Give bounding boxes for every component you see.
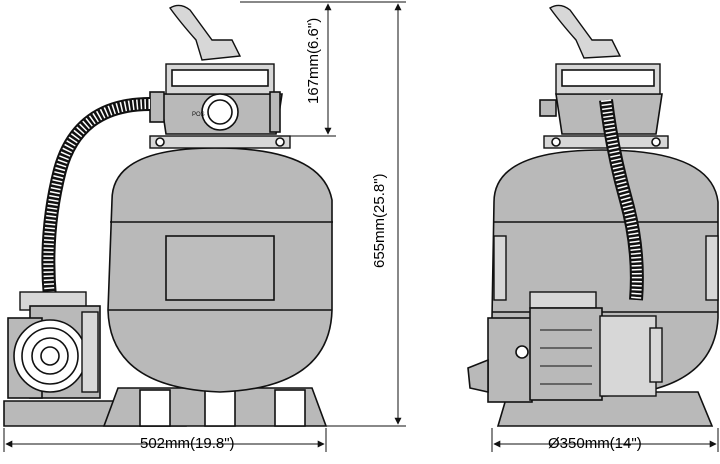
side-pump xyxy=(467,291,663,403)
multiport-valve: POS xyxy=(149,4,283,135)
valve-dimension-label: 167mm(6.6") xyxy=(305,18,322,104)
front-view: POS xyxy=(3,4,333,427)
pump xyxy=(7,291,101,399)
width-dimension-label: 502mm(19.8") xyxy=(140,435,235,452)
dimension-lines-side: Ø350mm(14") xyxy=(491,428,719,452)
diameter-dimension-label: Ø350mm(14") xyxy=(548,435,642,452)
hose xyxy=(41,97,151,299)
label-panel xyxy=(165,235,275,301)
dimension-lines-front: 502mm(19.8") 655mm(25.8") 167mm(6.6") xyxy=(3,1,406,452)
tank-stand xyxy=(102,387,328,427)
valve-handle xyxy=(168,4,242,61)
side-valve-handle xyxy=(548,4,622,59)
clamp-ring xyxy=(149,135,291,149)
side-view xyxy=(467,4,719,427)
valve-position-text: POS xyxy=(192,112,205,118)
height-dimension-label: 655mm(25.8") xyxy=(371,173,388,268)
